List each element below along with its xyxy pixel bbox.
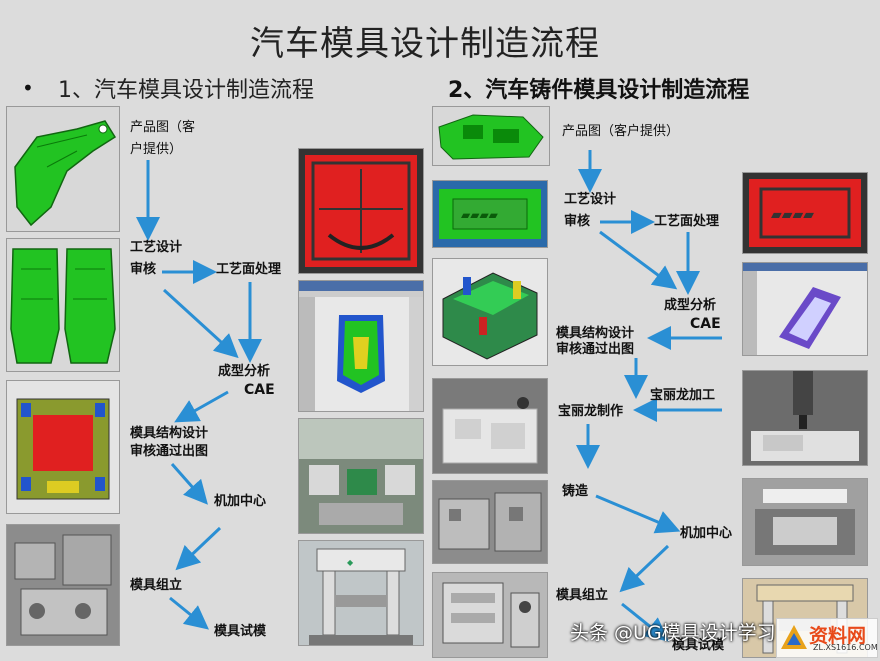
s2-step-product-drawing: 产品图（客户提供） bbox=[562, 124, 680, 139]
watermark-text: 头条 @UG模具设计学习 bbox=[570, 622, 776, 644]
arrow-s1-machining-to-assembly bbox=[175, 526, 222, 571]
image-foam-cnc-machining bbox=[742, 370, 868, 466]
image-green-part-drawing bbox=[6, 106, 120, 232]
s1-step-product-drawing-line2: 户提供） bbox=[130, 142, 183, 157]
arrow-s2-assembly-to-tryout bbox=[621, 602, 670, 642]
s2-step-process-design: 工艺设计 bbox=[564, 192, 617, 207]
page-title: 汽车模具设计制造流程 bbox=[250, 24, 600, 64]
image-cae-screen-casting bbox=[742, 262, 868, 356]
logo-url: ZL.XS1616.COM bbox=[813, 643, 878, 652]
arrow-s2-machining-to-assembly bbox=[619, 544, 670, 593]
image-cae-red-casting: ▰▰▰▰ bbox=[742, 172, 868, 254]
s2-step-forming-analysis: 成型分析 bbox=[664, 298, 717, 313]
s1-step-process-design: 工艺设计 bbox=[130, 240, 183, 255]
image-green-part-panels bbox=[6, 238, 120, 372]
s1-step-mold-assembly: 模具组立 bbox=[130, 578, 183, 593]
image-machining-workshop bbox=[298, 418, 424, 534]
image-assembly-workshop bbox=[432, 572, 548, 658]
image-cae-software-screen bbox=[298, 280, 424, 412]
s1-step-surface-processing: 工艺面处理 bbox=[216, 262, 282, 277]
s2-step-foam-machining: 宝丽龙加工 bbox=[650, 388, 716, 403]
logo-name: 资料网 bbox=[809, 625, 867, 647]
image-foam-pattern-workshop bbox=[432, 378, 548, 474]
s2-step-casting: 铸造 bbox=[562, 484, 589, 499]
s1-step-structure-design: 模具结构设计 bbox=[130, 426, 209, 441]
image-machined-mold-parts bbox=[6, 524, 120, 646]
s2-step-cae: CAE bbox=[690, 316, 721, 332]
section1-heading: 1、汽车模具设计制造流程 bbox=[58, 78, 314, 103]
image-casting-mold-assembly bbox=[432, 258, 548, 366]
s2-step-structure-design: 模具结构设计 bbox=[556, 326, 635, 341]
arrow-s2-review-to-cae bbox=[599, 230, 678, 290]
s1-step-review: 审核 bbox=[130, 262, 157, 277]
s2-step-foam-making: 宝丽龙制作 bbox=[558, 404, 624, 419]
svg-text:◆: ◆ bbox=[347, 558, 354, 567]
image-mold-assembly-red bbox=[6, 380, 120, 514]
arrow-s1-review-to-cae bbox=[162, 288, 239, 359]
s1-step-approved-drawing: 审核通过出图 bbox=[130, 444, 209, 459]
image-casting-part-green bbox=[432, 106, 550, 166]
svg-text:▰▰▰▰: ▰▰▰▰ bbox=[461, 208, 499, 222]
arrow-s2-casting-to-machining bbox=[595, 494, 681, 534]
s2-step-mold-assembly: 模具组立 bbox=[556, 588, 609, 603]
site-logo: 资料网 ZL.XS1616.COM bbox=[776, 618, 878, 658]
arrow-s1-assembly-to-tryout bbox=[169, 596, 209, 630]
s2-step-mold-tryout: 模具试模 bbox=[672, 638, 725, 653]
s1-step-forming-analysis: 成型分析 bbox=[218, 364, 271, 379]
s1-step-machining-center: 机加中心 bbox=[214, 494, 267, 509]
image-machining-center-casting bbox=[742, 478, 868, 566]
arrow-s1-structure-to-machining bbox=[170, 463, 208, 505]
s1-step-product-drawing-line1: 产品图（客 bbox=[130, 120, 196, 135]
image-process-surface: ▰▰▰▰ bbox=[432, 180, 548, 248]
s2-step-review: 审核 bbox=[564, 214, 591, 229]
s1-step-cae: CAE bbox=[244, 382, 275, 398]
bullet-marker: • bbox=[22, 76, 34, 100]
s2-step-approved-drawing: 审核通过出图 bbox=[556, 342, 635, 357]
svg-text:▰▰▰▰: ▰▰▰▰ bbox=[771, 207, 814, 223]
s2-step-machining-center: 机加中心 bbox=[680, 526, 733, 541]
s1-step-mold-tryout: 模具试模 bbox=[214, 624, 267, 639]
image-cae-red-analysis bbox=[298, 148, 424, 274]
arrow-s1-cae-to-structure bbox=[174, 390, 229, 423]
s2-step-surface-processing: 工艺面处理 bbox=[654, 214, 720, 229]
logo-emblem-icon bbox=[781, 625, 807, 649]
section2-heading: 2、汽车铸件模具设计制造流程 bbox=[448, 78, 750, 103]
image-press-machine: ◆ bbox=[298, 540, 424, 646]
image-cast-parts bbox=[432, 480, 548, 564]
